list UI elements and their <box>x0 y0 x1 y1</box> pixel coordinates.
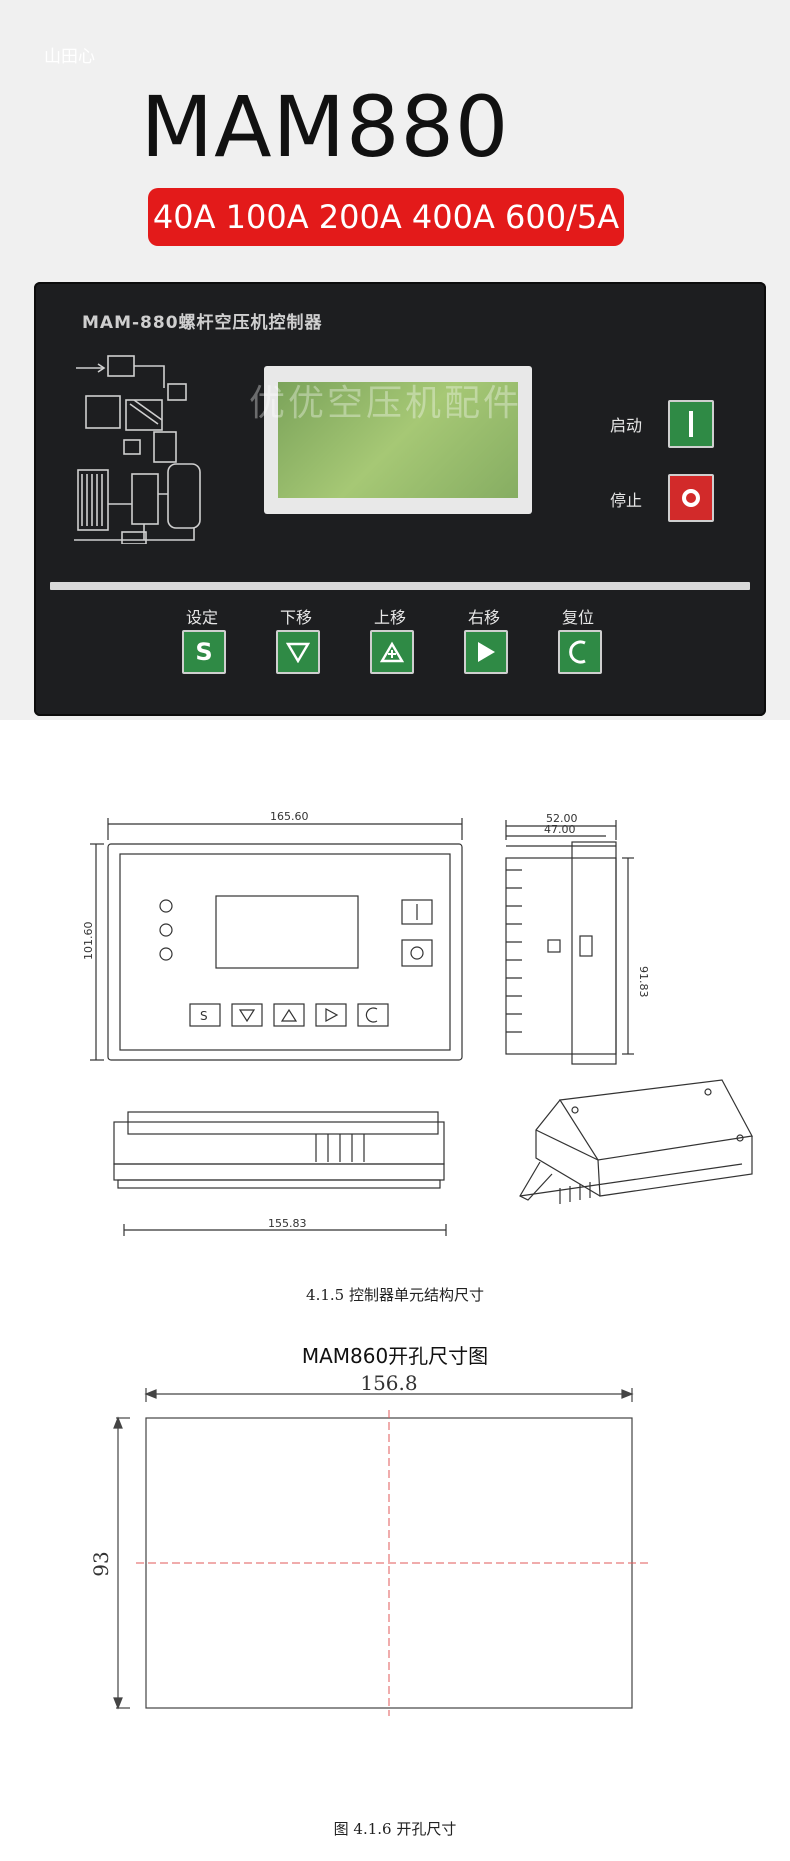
triangle-up-plus-icon <box>380 641 404 663</box>
panel-divider <box>50 582 750 590</box>
controller-panel: MAM-880螺杆空压机控制器 优优 <box>34 282 766 716</box>
product-hero: 山田心 MAM880 40A 100A 200A 400A 600/5A MAM… <box>0 0 790 720</box>
key-label-reset: 复位 <box>561 608 594 627</box>
front-width-dim: 165.60 <box>270 810 309 823</box>
side-depth-outer-dim: 52.00 <box>546 812 578 825</box>
set-key[interactable]: S <box>182 630 226 674</box>
key-label-set: 设定 <box>185 608 218 627</box>
start-label: 启动 <box>610 416 643 435</box>
key-label-right: 右移 <box>467 608 500 627</box>
corner-watermark: 山田心 <box>44 47 95 67</box>
down-key[interactable] <box>276 630 320 674</box>
key-label-down: 下移 <box>279 608 312 627</box>
front-height-dim: 101.60 <box>82 922 95 961</box>
cutout-width-dim: 156.8 <box>360 1371 417 1395</box>
reset-key[interactable] <box>558 630 602 674</box>
bottom-width-dim: 155.83 <box>268 1217 307 1230</box>
dimension-drawing: 165.60 101.60 52.00 47.00 91.83 155.83 S <box>82 810 753 1236</box>
side-height-dim: 91.83 <box>637 966 650 998</box>
cutout-drawing: 156.8 93 <box>89 1371 648 1716</box>
front-s-key-label: S <box>200 1009 208 1023</box>
stop-ring-icon <box>682 489 700 507</box>
side-depth-inner-dim: 47.00 <box>544 823 576 836</box>
start-button[interactable] <box>668 400 714 448</box>
lcd-screen <box>278 382 518 498</box>
up-key[interactable] <box>370 630 414 674</box>
cutout-caption: 图 4.1.6 开孔尺寸 <box>333 1820 457 1838</box>
stop-label: 停止 <box>610 491 643 510</box>
center-watermark: 优优空压机配件 <box>249 383 523 424</box>
right-key[interactable] <box>464 630 508 674</box>
model-title: MAM880 <box>140 78 510 176</box>
structure-caption: 4.1.5 控制器单元结构尺寸 <box>306 1286 484 1304</box>
s-letter-icon: S <box>195 638 213 666</box>
cutout-title: MAM860开孔尺寸图 <box>301 1344 489 1368</box>
cutout-height-dim: 93 <box>89 1551 113 1576</box>
triangle-down-icon <box>286 642 310 663</box>
triangle-right-icon <box>478 642 495 662</box>
reset-moon-icon <box>569 640 586 664</box>
compressor-schematic-icon <box>74 355 201 544</box>
key-label-up: 上移 <box>373 608 406 627</box>
lcd-frame <box>264 366 532 514</box>
ratings-banner: 40A 100A 200A 400A 600/5A <box>148 188 624 246</box>
panel-title: MAM-880螺杆空压机控制器 <box>82 313 323 333</box>
stop-button[interactable] <box>668 474 714 522</box>
start-bar-icon <box>689 411 693 437</box>
